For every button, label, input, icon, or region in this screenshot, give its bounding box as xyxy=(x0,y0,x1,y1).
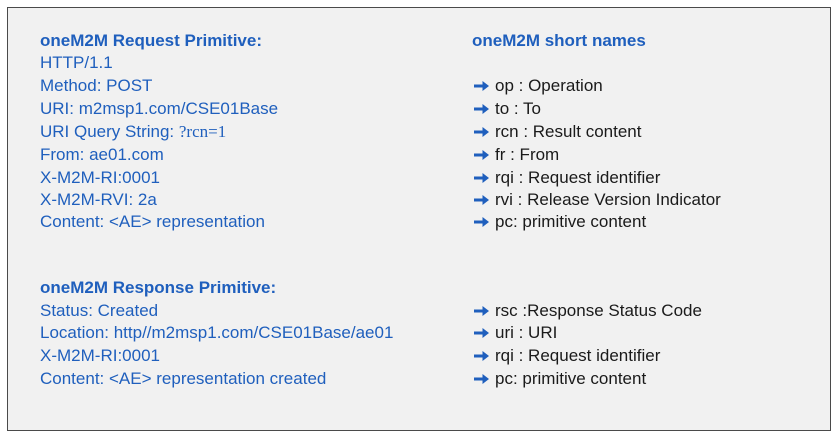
request-line-from: From: ae01.com xyxy=(40,145,164,164)
right-arrow-icon xyxy=(474,150,489,160)
right-arrow-icon xyxy=(474,127,489,137)
request-line-content: Content: <AE> representation xyxy=(40,212,265,231)
short-name-item: rsc :Response Status Code xyxy=(474,301,702,321)
right-arrow-icon xyxy=(474,195,489,205)
request-line-release-version: X-M2M-RVI: 2a xyxy=(40,190,157,209)
request-line-query-string: URI Query String: ?rcn=1 xyxy=(40,122,226,142)
response-line-request-id: X-M2M-RI:0001 xyxy=(40,346,160,365)
right-arrow-icon xyxy=(474,173,489,183)
right-arrow-icon xyxy=(474,81,489,91)
short-name-item: rcn : Result content xyxy=(474,122,641,142)
query-string-value: ?rcn=1 xyxy=(178,122,227,141)
right-arrow-icon xyxy=(474,328,489,338)
short-names-title: oneM2M short names xyxy=(472,31,646,50)
request-line-uri: URI: m2msp1.com/CSE01Base xyxy=(40,99,279,118)
short-name-item: rqi : Request identifier xyxy=(474,168,660,188)
right-arrow-icon xyxy=(474,217,489,227)
response-line-content: Content: <AE> representation created xyxy=(40,369,327,388)
right-arrow-icon xyxy=(474,374,489,384)
response-primitive-title: oneM2M Response Primitive: xyxy=(40,278,277,297)
request-line-method: Method: POST xyxy=(40,76,153,95)
query-string-label: URI Query String: xyxy=(40,122,179,141)
request-line-request-id: X-M2M-RI:0001 xyxy=(40,168,160,187)
short-name-item: op : Operation xyxy=(474,76,603,96)
response-line-status: Status: Created xyxy=(40,301,159,320)
right-arrow-icon xyxy=(474,351,489,361)
request-line-http-version: HTTP/1.1 xyxy=(40,53,113,72)
short-name-item: to : To xyxy=(474,99,541,119)
short-name-item: rqi : Request identifier xyxy=(474,346,660,366)
short-name-item: uri : URI xyxy=(474,323,557,343)
response-line-location: Location: http//m2msp1.com/CSE01Base/ae0… xyxy=(40,323,394,342)
short-name-item: pc: primitive content xyxy=(474,369,646,389)
diagram-panel xyxy=(7,7,831,431)
request-primitive-title: oneM2M Request Primitive: xyxy=(40,31,262,50)
right-arrow-icon xyxy=(474,104,489,114)
short-name-item: fr : From xyxy=(474,145,559,165)
short-name-item: pc: primitive content xyxy=(474,212,646,232)
short-name-item: rvi : Release Version Indicator xyxy=(474,190,721,210)
right-arrow-icon xyxy=(474,306,489,316)
